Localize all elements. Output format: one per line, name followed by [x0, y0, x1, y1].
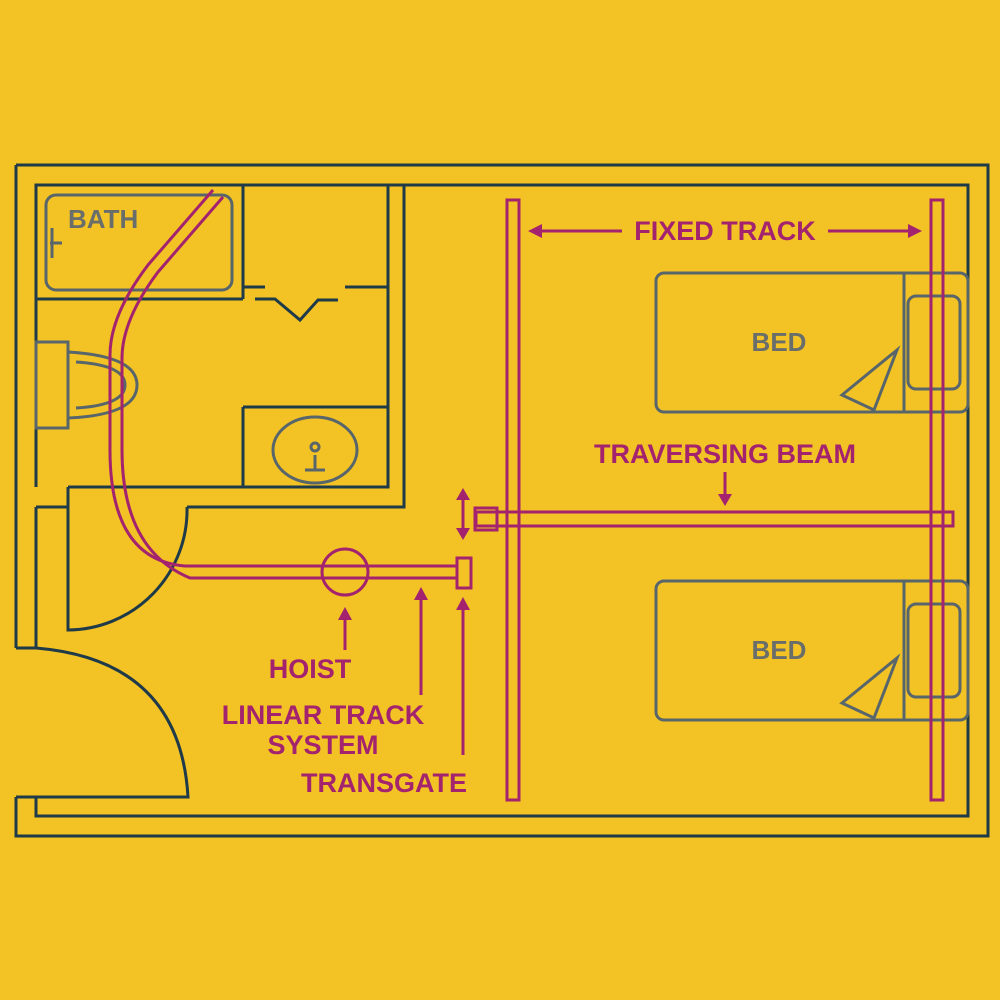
bed-top-frame — [654, 271, 970, 414]
transgate-icon — [455, 556, 473, 590]
bed-bottom-label: BED — [752, 635, 807, 665]
bed-bottom-frame — [654, 579, 970, 722]
hoist-arrowhead — [338, 607, 352, 620]
entry-door-swing — [16, 646, 190, 799]
bathroom-wall-inner — [68, 183, 406, 509]
transgate-arrowhead — [456, 597, 470, 610]
linear-track-inner — [120, 196, 458, 580]
hoist-icon — [320, 547, 370, 597]
bed-bottom-pillow — [906, 602, 962, 699]
inner-wall — [34, 183, 970, 818]
traversing-beam-carriage — [473, 506, 499, 532]
bed-bottom-sheet-fold — [839, 653, 901, 721]
linear-track-arrowhead — [414, 587, 428, 600]
linear-track-label-line2: SYSTEM — [267, 730, 378, 760]
linear-track-label-line1: LINEAR TRACK — [222, 700, 425, 730]
carriage-arrowhead-down — [456, 528, 470, 540]
sink-basin — [271, 415, 359, 485]
bed-top-sheet-fold — [839, 345, 901, 413]
bed-top-label: BED — [752, 327, 807, 357]
bathroom-door-swing — [66, 506, 189, 632]
fixtures: BATH BED BED — [34, 193, 970, 722]
fixed-track-left — [505, 198, 521, 802]
fixed-track-right — [929, 198, 945, 802]
walls — [14, 163, 990, 838]
track-system — [108, 189, 955, 802]
toilet-tank — [34, 340, 70, 430]
sink-counter — [241, 405, 388, 487]
bed-bottom: BED — [654, 579, 970, 722]
toilet-bowl-inner — [75, 360, 127, 410]
sink-drain-icon — [309, 441, 321, 453]
annotations: FIXED TRACK TRAVERSING BEAM HOIST LINEAR… — [222, 216, 922, 798]
bed-top: BED — [654, 271, 970, 414]
bath-partition — [36, 185, 245, 301]
bathtub — [44, 193, 234, 292]
bath-label: BATH — [68, 204, 138, 234]
fixed-track-arrowhead-left — [528, 224, 542, 238]
sink-tap-icon — [305, 455, 325, 472]
carriage-arrowhead-up — [456, 488, 470, 500]
fixed-track-label: FIXED TRACK — [634, 216, 816, 246]
fixed-track-arrowhead-right — [908, 224, 922, 238]
traversing-beam-label: TRAVERSING BEAM — [594, 439, 856, 469]
traversing-beam — [474, 510, 955, 528]
transgate-label: TRANSGATE — [301, 768, 467, 798]
bathroom-door-jamb — [36, 487, 70, 509]
bed-top-pillow — [906, 294, 962, 391]
outer-wall — [14, 163, 990, 838]
traversing-beam-arrowhead — [718, 494, 732, 506]
closet-door — [255, 297, 338, 323]
bath-faucet-icon — [50, 228, 62, 258]
linear-track-outer — [108, 189, 458, 568]
hoist-label: HOIST — [269, 654, 352, 684]
